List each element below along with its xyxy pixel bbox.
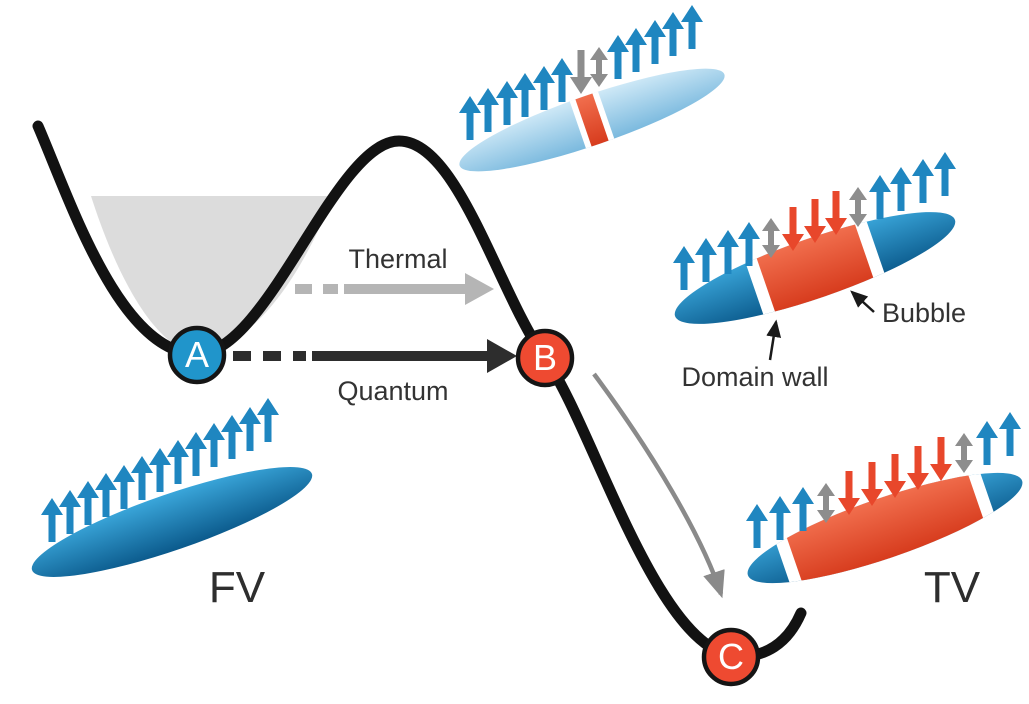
spin-up-icon [496,81,518,125]
spin-up-icon [681,5,703,49]
spin-up-icon [625,28,647,72]
thermal-arrow [295,273,494,305]
spin-up-icon [607,35,629,79]
tv-flipped-region [783,466,987,590]
spin-up-icon [769,496,791,540]
node-c: C [701,627,761,687]
quantum-label: Quantum [337,376,448,406]
fv-label: FV [209,563,266,612]
nucleation-condensate [459,5,725,172]
spin-up-icon [695,238,717,282]
spin-up-icon [41,498,63,542]
thermal-label: Thermal [348,244,447,274]
spin-up-icon [976,421,998,465]
spin-up-icon [551,58,573,102]
tv-condensate: TV [746,412,1023,612]
spin-up-icon [934,152,956,196]
spin-down-gray-icon [570,50,592,94]
node-a: A [167,325,227,385]
spin-up-icon [673,246,695,290]
nucleation-bubble-stripe [574,91,610,149]
bubble-region [755,220,875,316]
spin-up-icon [792,487,814,531]
spin-up-icon [717,230,739,274]
fv-cigar [31,467,313,577]
spin-up-icon [59,490,81,534]
spin-up-icon [533,66,555,110]
spin-up-icon [459,96,481,140]
spin-up-icon [644,20,666,64]
spin-up-icon [999,412,1021,456]
spin-down-icon [907,446,929,490]
spin-up-icon [167,440,189,484]
thermal-occupation-region [91,196,333,354]
spin-up-icon [203,423,225,467]
bubble-pointer-arrow [850,290,875,313]
bubble-condensate: Bubble Domain wall [673,152,966,392]
domain-wall-label: Domain wall [681,362,828,392]
spin-canted-icon [590,47,608,87]
spin-up-icon [746,504,768,548]
spin-up-icon [149,448,171,492]
spin-up-icon [95,473,117,517]
spin-up-icon [662,12,684,56]
spin-up-icon [221,415,243,459]
spin-up-icon [257,398,279,442]
tv-label: TV [924,563,981,612]
quantum-arrowhead-icon [487,339,517,373]
spin-up-icon [77,481,99,525]
node-a-letter: A [185,334,209,375]
bubble-label: Bubble [882,298,966,328]
potential-energy-curve [32,120,807,662]
spin-up-icon [912,159,934,203]
spin-up-icon [113,465,135,509]
node-b: B [515,328,575,388]
spin-up-icon [869,175,891,219]
spin-canted-icon [955,433,973,473]
spin-up-icon [514,73,536,117]
quantum-arrow [233,339,517,373]
node-b-letter: B [533,337,557,378]
spin-up-icon [477,88,499,132]
node-c-letter: C [718,636,744,677]
spin-up-icon [890,167,912,211]
spin-canted-icon [849,187,867,227]
thermal-arrowhead-icon [465,273,494,305]
spin-up-icon [131,456,153,500]
spin-up-icon [185,432,207,476]
spin-up-icon [239,407,261,451]
domain-wall-pointer-arrow [766,319,782,361]
spin-down-icon [930,437,952,481]
descent-arrow [592,372,725,599]
fv-condensate: FV [31,398,313,612]
